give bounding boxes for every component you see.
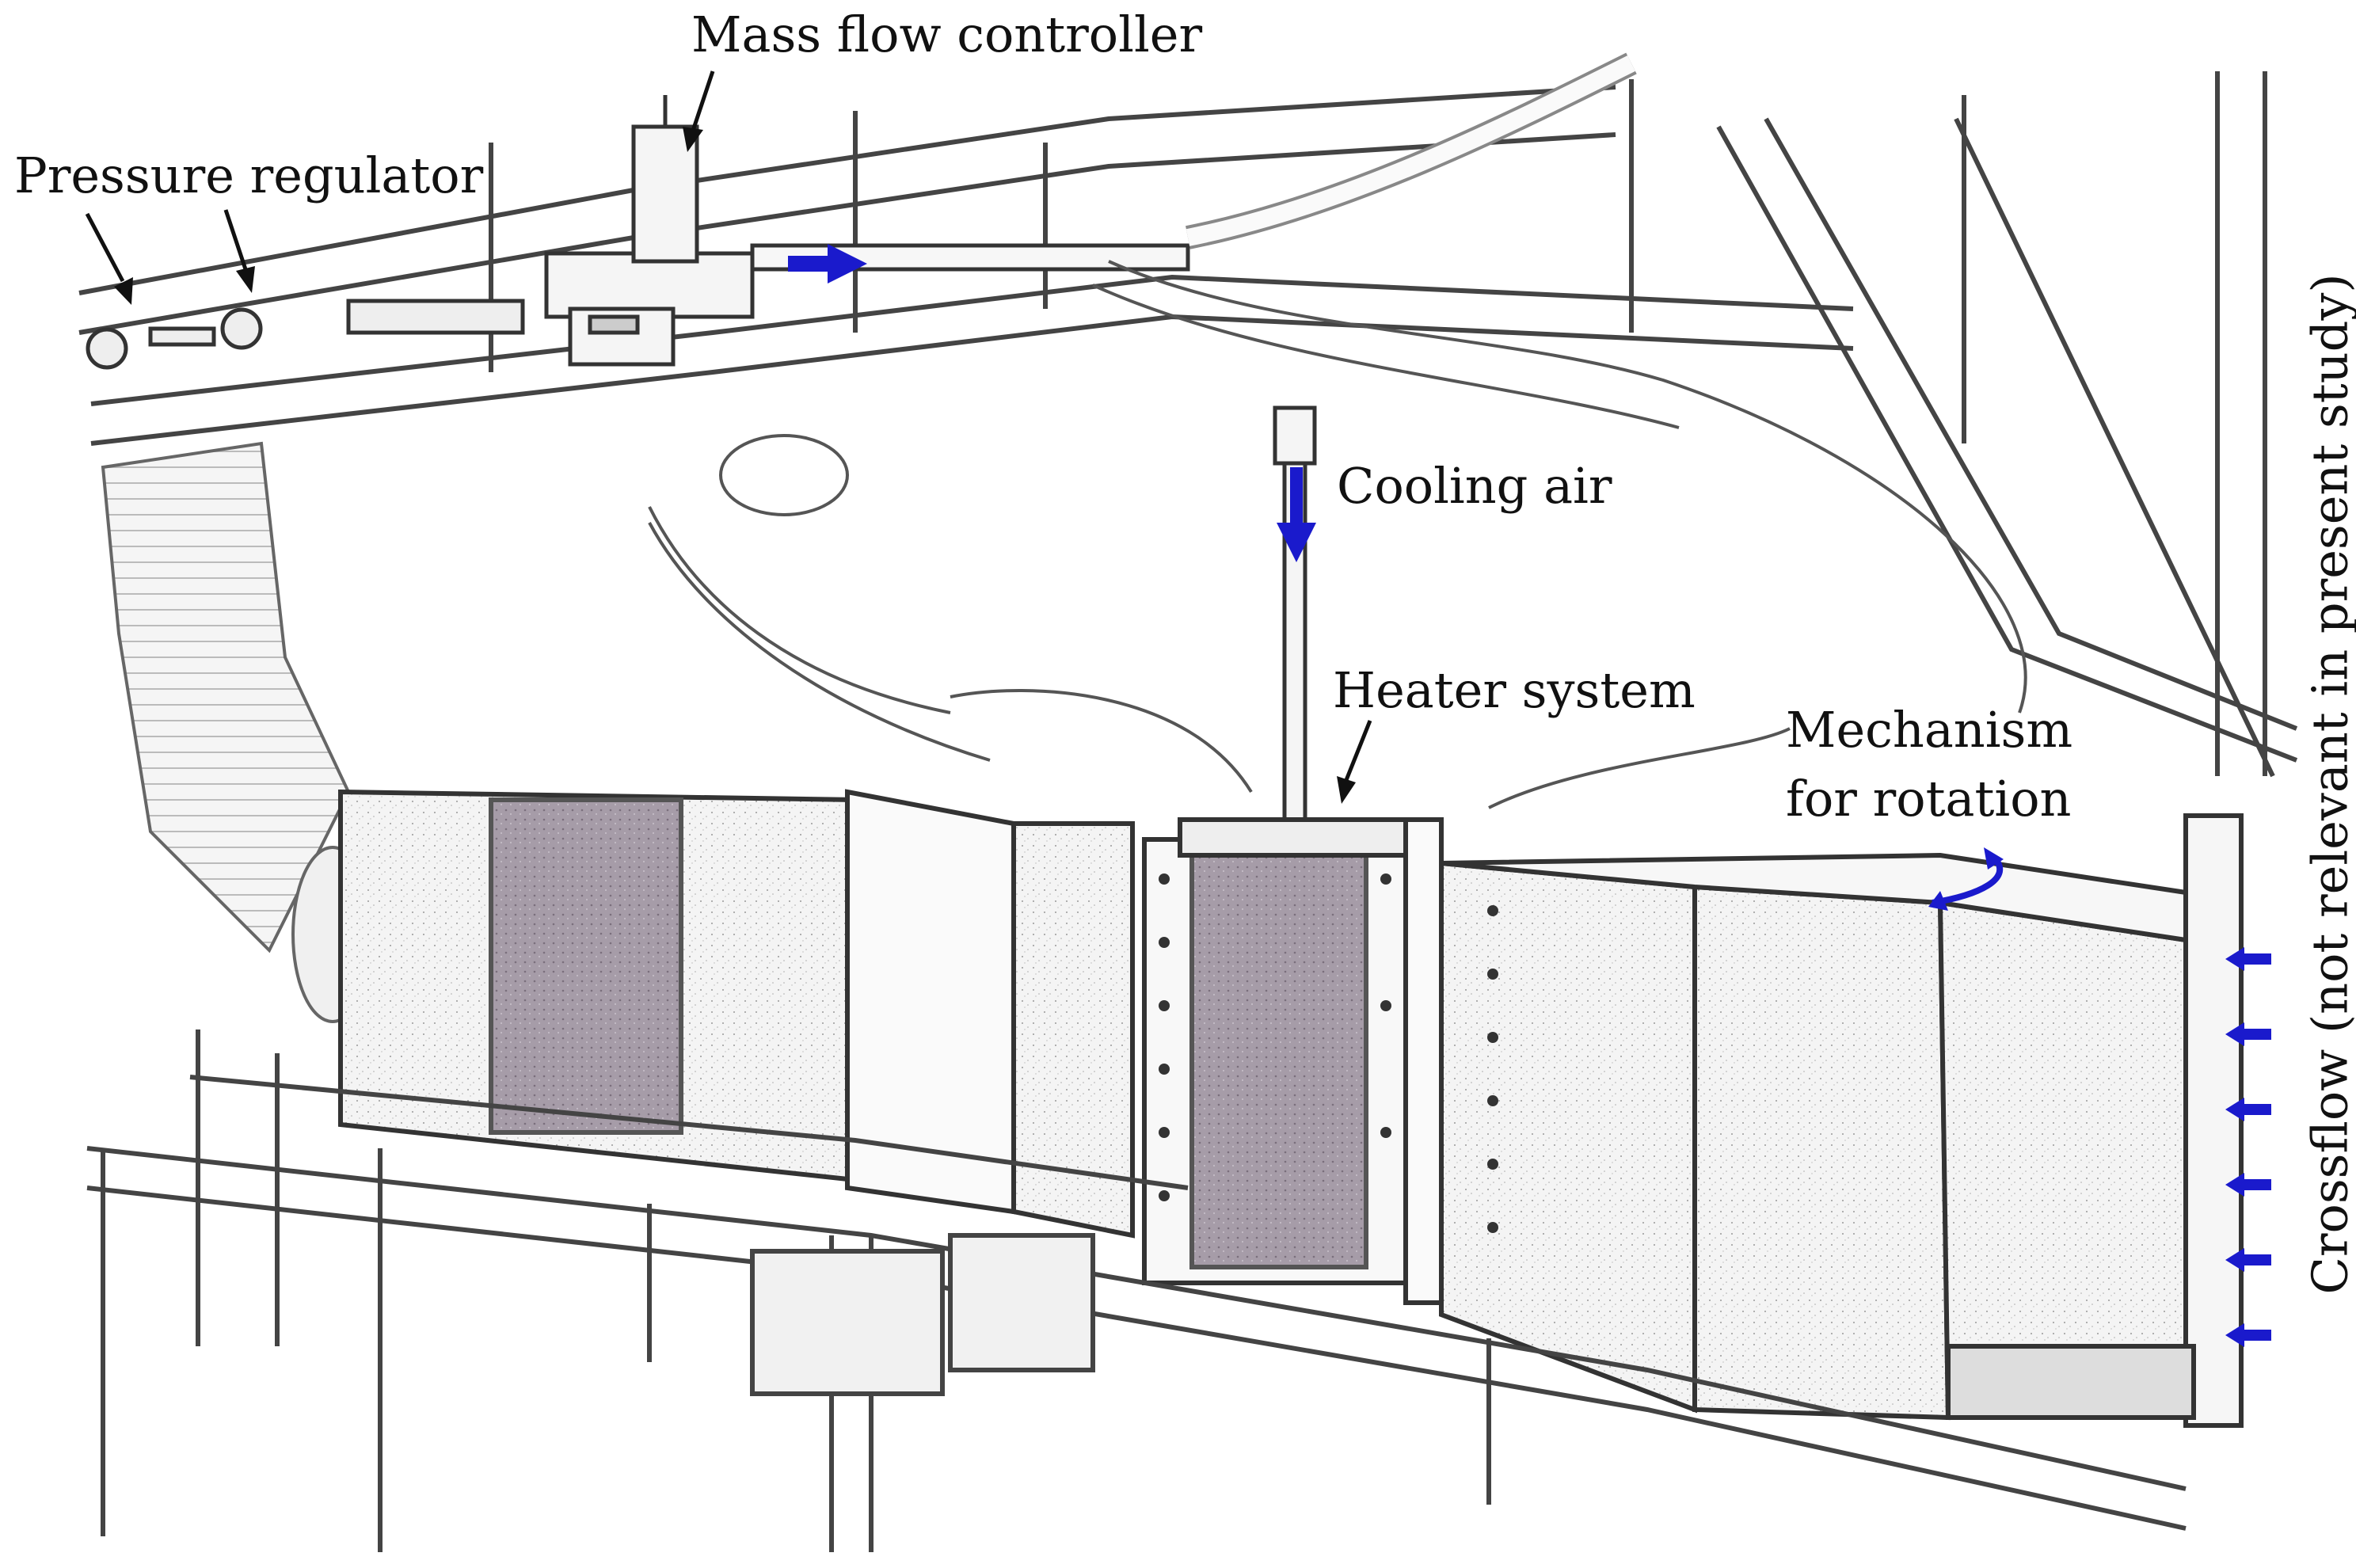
panel-bolts xyxy=(1159,873,1498,1233)
crossflow-label: Crossflow (not relevant in present study… xyxy=(2301,273,2356,1295)
annotation-arrows xyxy=(85,70,1372,804)
rotation-arrow xyxy=(1928,847,2004,911)
mechanism-label-line1: Mechanism xyxy=(1786,701,2073,759)
test-section xyxy=(338,789,2244,1428)
support-frame xyxy=(86,1029,2187,1552)
flow-arrows xyxy=(788,244,2271,1347)
mass-flow-controller-device xyxy=(544,95,755,367)
mass-flow-controller-label: Mass flow controller xyxy=(691,6,1203,63)
mfc-annotation-arrow xyxy=(683,70,715,152)
flexible-duct xyxy=(101,441,374,1023)
mechanism-label-line2: for rotation xyxy=(1786,770,2072,828)
pressure-regulator-arrow-1 xyxy=(85,212,133,305)
cooling-air-label: Cooling air xyxy=(1337,457,1612,515)
pressure-regulator-label: Pressure regulator xyxy=(14,147,484,204)
cable-bundles xyxy=(648,260,2027,809)
heater-annotation-arrow xyxy=(1337,720,1372,804)
pressure-regulator-arrow-2 xyxy=(223,209,255,293)
mass-flow-direction-arrow xyxy=(788,244,867,284)
heater-system-label: Heater system xyxy=(1333,661,1696,719)
pressure-regulator-hardware xyxy=(86,299,525,370)
cooling-air-arrow xyxy=(1277,467,1316,562)
crossflow-arrows xyxy=(2225,947,2271,1347)
overhead-gantry xyxy=(78,71,2298,778)
